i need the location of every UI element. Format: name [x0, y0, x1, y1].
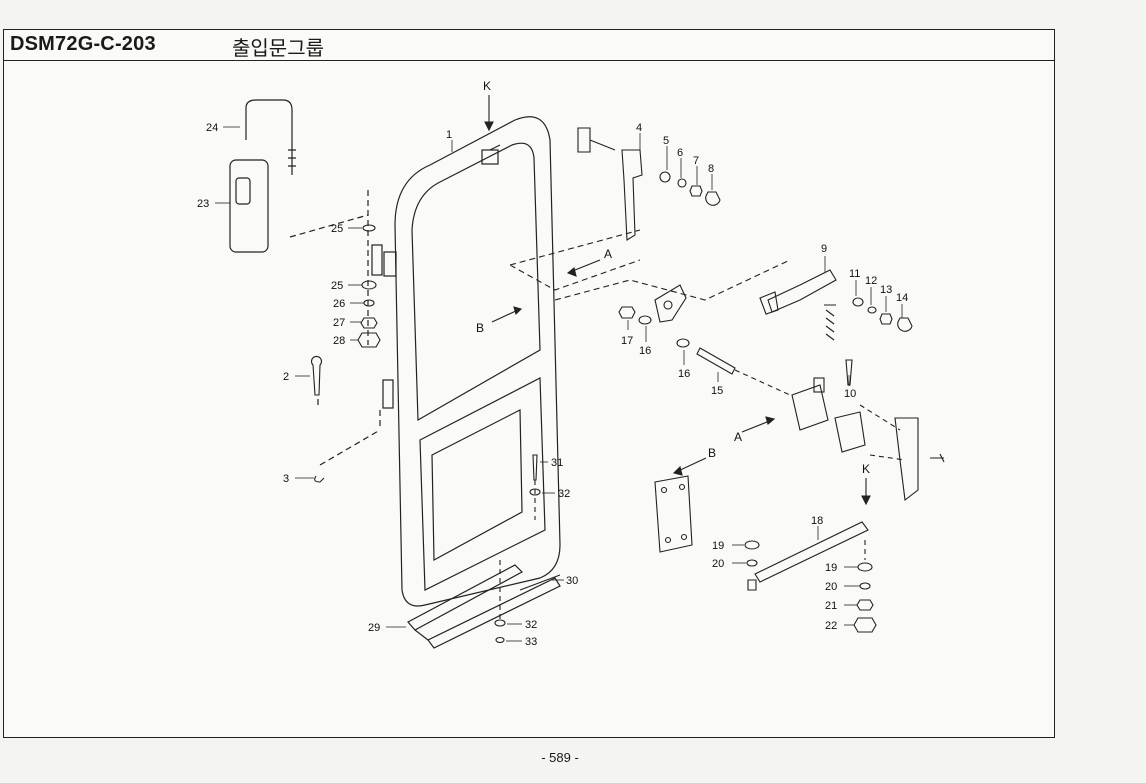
top-bracket	[481, 149, 499, 165]
mount-plate	[654, 475, 693, 553]
nut-28	[357, 332, 381, 348]
upper-hinge	[371, 244, 383, 276]
u-bolt	[245, 99, 293, 175]
washer-12	[867, 306, 877, 314]
washer-11	[852, 297, 864, 307]
callout-16-lower: 16	[678, 368, 690, 380]
callout-19-left: 19	[712, 540, 724, 552]
rod-15	[696, 347, 736, 375]
callout-27: 27	[333, 317, 345, 329]
nut-17	[618, 306, 636, 319]
view-ref-b-right: B	[708, 446, 716, 460]
nut-21	[856, 599, 874, 611]
callout-17: 17	[621, 335, 633, 347]
callout-15: 15	[711, 385, 723, 397]
rail-29	[407, 564, 523, 631]
callout-5: 5	[663, 135, 669, 147]
nut-7	[689, 185, 703, 197]
callout-7: 7	[693, 155, 699, 167]
callout-20-right: 20	[825, 581, 837, 593]
callout-12: 12	[865, 275, 877, 287]
view-ref-a-bottom: A	[734, 430, 742, 444]
washer-20b	[859, 582, 871, 590]
callout-21: 21	[825, 600, 837, 612]
screw-31	[532, 454, 538, 481]
callout-2: 2	[283, 371, 289, 383]
page-number: - 589 -	[541, 750, 579, 765]
callout-1: 1	[446, 129, 452, 141]
ring-6	[677, 178, 687, 188]
washer-25a	[362, 224, 376, 232]
header-row: DSM72G-C-203 출입문그룹	[4, 30, 1054, 61]
bolt-10	[845, 359, 853, 386]
spring	[824, 304, 836, 341]
callout-24: 24	[206, 122, 218, 134]
rail-30	[519, 574, 561, 591]
washer-20a	[746, 559, 758, 567]
page-code: DSM72G-C-203	[10, 33, 156, 55]
callout-23: 23	[197, 198, 209, 210]
nut-27	[360, 317, 378, 329]
callout-32-lower: 32	[525, 619, 537, 631]
callout-8: 8	[708, 163, 714, 175]
lock-block	[791, 384, 829, 431]
washer-25b	[361, 280, 377, 290]
side-plate	[894, 417, 919, 502]
callout-18: 18	[811, 515, 823, 527]
washer-19b	[857, 562, 873, 572]
callout-4: 4	[636, 122, 642, 134]
callout-20-left: 20	[712, 558, 724, 570]
callout-14: 14	[896, 292, 908, 304]
washer-19a	[744, 540, 760, 550]
view-ref-b-left: B	[476, 321, 484, 335]
callout-6: 6	[677, 147, 683, 159]
handle-9	[767, 269, 837, 313]
lower-hinge	[382, 379, 394, 409]
door-frame	[394, 116, 561, 607]
rod-18	[754, 521, 869, 583]
callout-13: 13	[880, 284, 892, 296]
callout-30: 30	[566, 575, 578, 587]
latch-4	[621, 149, 643, 241]
callout-11: 11	[849, 268, 860, 280]
callout-25-lower: 25	[331, 280, 343, 292]
washer-16a	[638, 315, 652, 325]
view-ref-k-top: K	[483, 79, 491, 93]
callout-9: 9	[821, 243, 827, 255]
striker	[834, 411, 866, 453]
washer-16b	[676, 338, 690, 348]
view-ref-a-top: A	[604, 247, 612, 261]
cap-8	[705, 191, 721, 206]
callout-16-upper: 16	[639, 345, 651, 357]
callout-25-upper: 25	[331, 223, 343, 235]
callout-32-upper: 32	[558, 488, 570, 500]
callout-29: 29	[368, 622, 380, 634]
callout-33: 33	[525, 636, 537, 648]
washer-32b	[494, 619, 506, 627]
cap-14	[897, 317, 913, 332]
callout-19-right: 19	[825, 562, 837, 574]
washer-26	[363, 299, 375, 307]
view-ref-k-bottom: K	[862, 462, 870, 476]
mirror-plate	[229, 159, 269, 253]
callout-28: 28	[333, 335, 345, 347]
nut-13	[879, 313, 893, 325]
clip-3	[314, 475, 325, 483]
callout-26: 26	[333, 298, 345, 310]
callout-22: 22	[825, 620, 837, 632]
callout-3: 3	[283, 473, 289, 485]
nut-22	[853, 617, 877, 633]
washer-5	[659, 171, 671, 183]
washer-33	[495, 636, 505, 644]
key-4	[577, 127, 616, 153]
group-title: 출입문그룹	[232, 36, 324, 60]
lever-plate	[654, 284, 687, 323]
callout-10: 10	[844, 388, 856, 400]
callout-31: 31	[551, 457, 563, 469]
pin-2	[310, 355, 323, 396]
